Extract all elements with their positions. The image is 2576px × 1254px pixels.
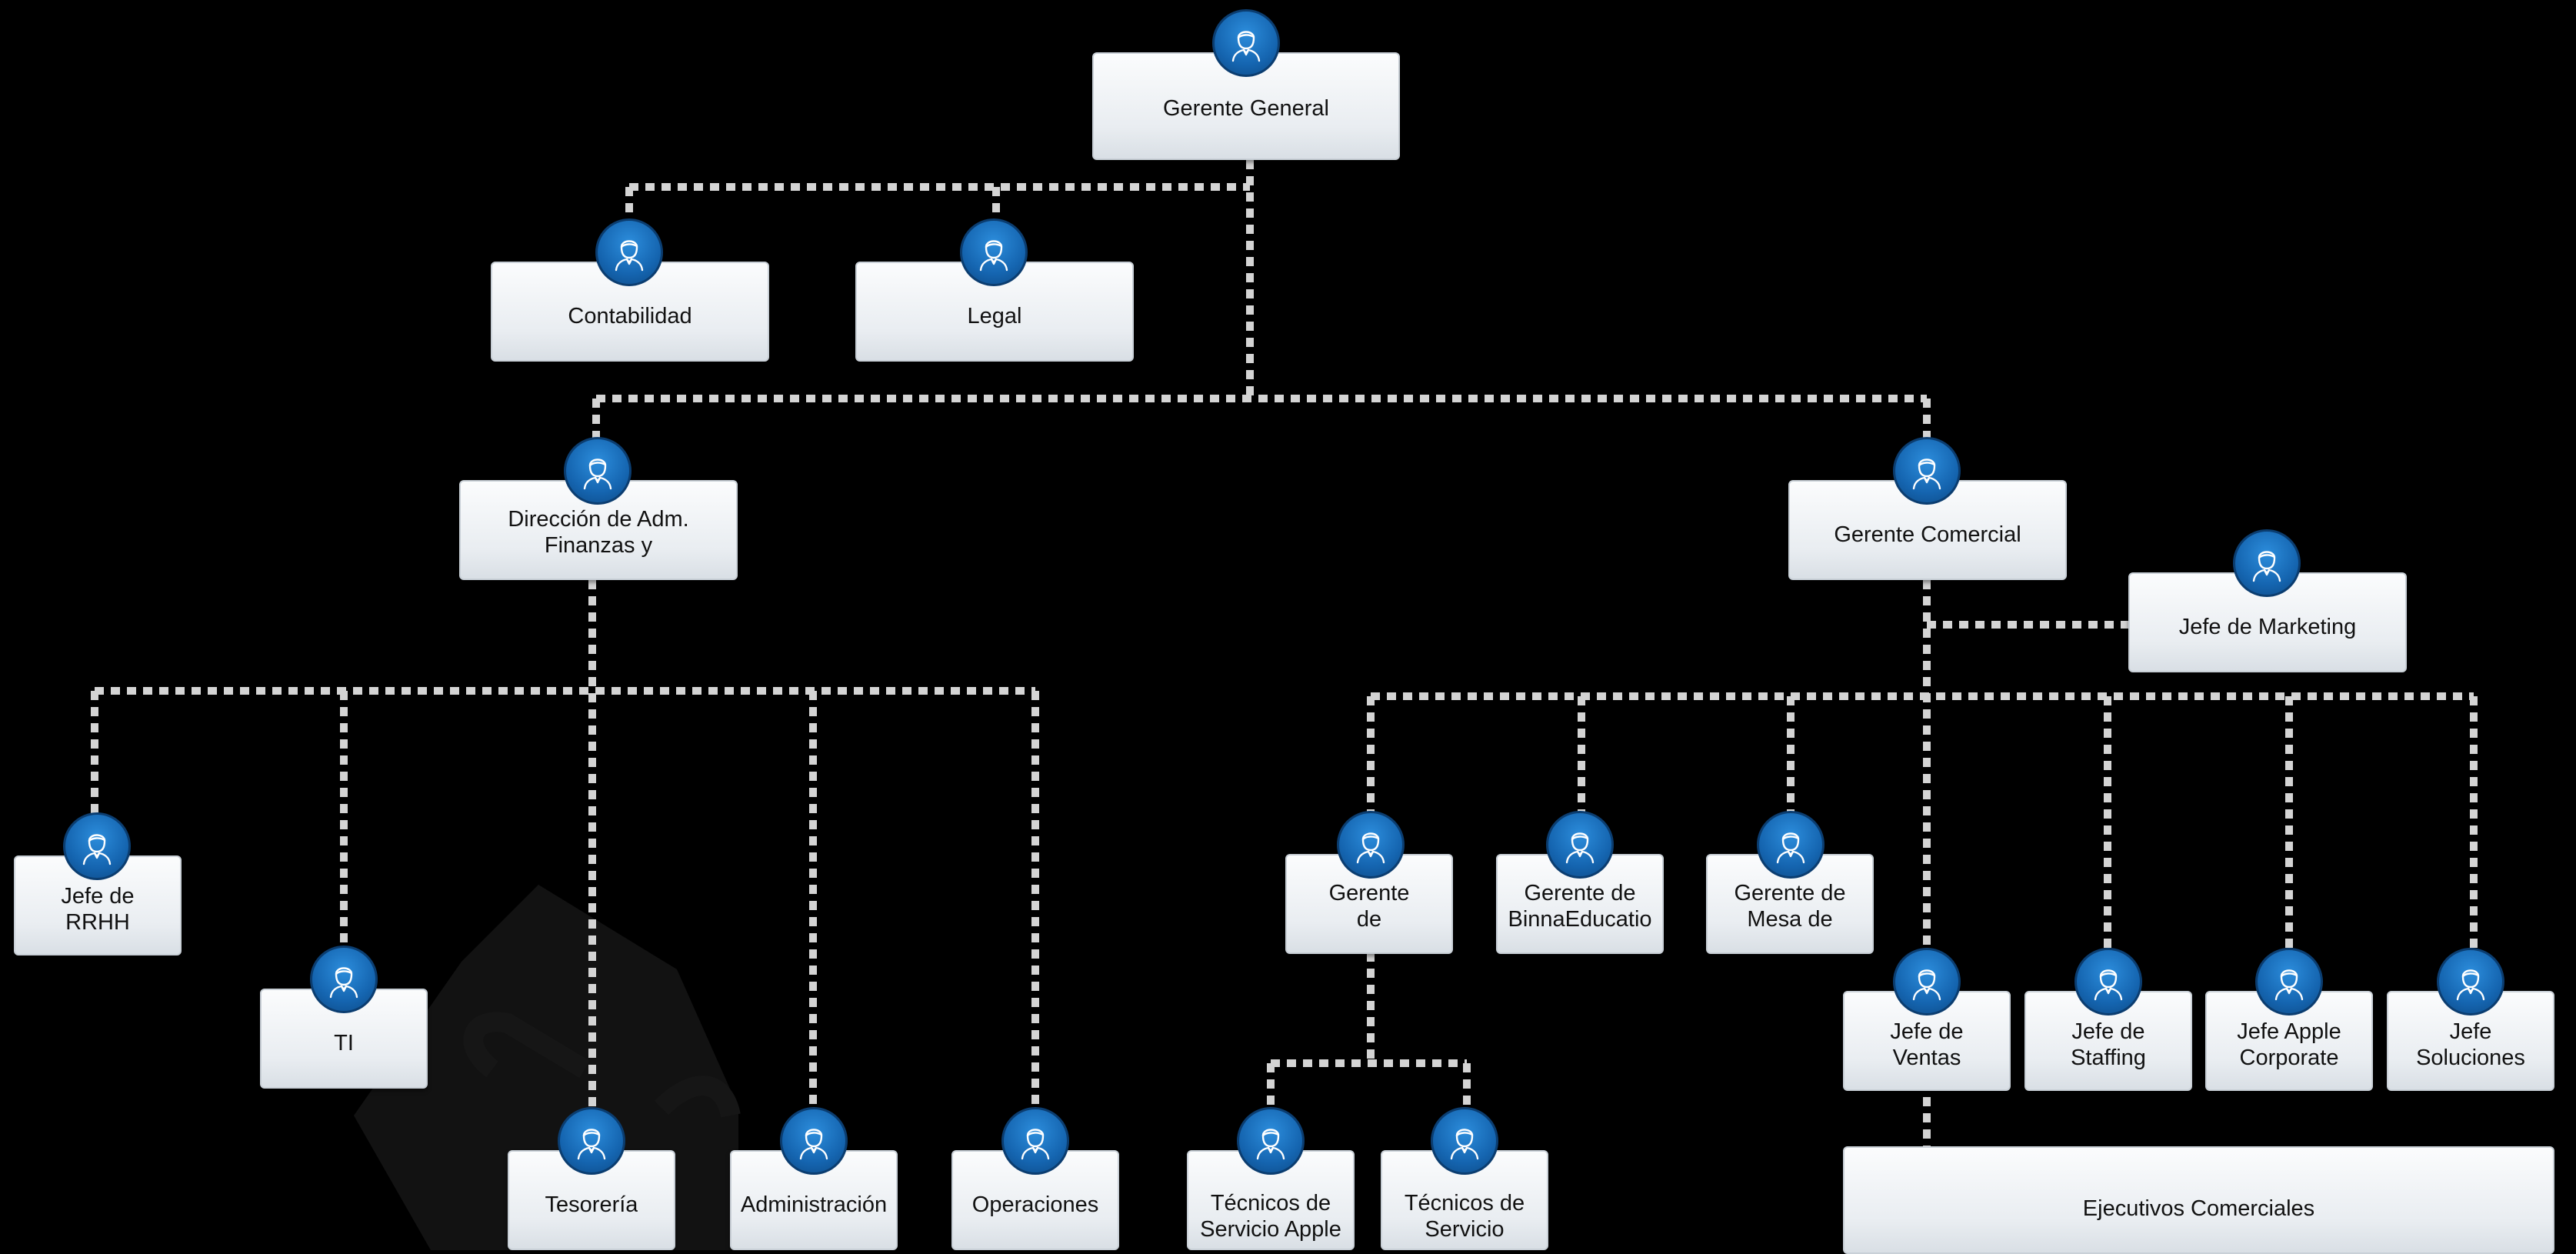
person-icon bbox=[1893, 948, 1961, 1016]
person-icon bbox=[2437, 948, 2504, 1016]
node-label: Administración bbox=[740, 1192, 888, 1217]
node-gc[interactable]: Gerente Comercial bbox=[1788, 480, 2067, 580]
node-label: Jefe de Marketing bbox=[2178, 615, 2357, 639]
person-icon bbox=[2233, 529, 2301, 597]
person-icon bbox=[1212, 9, 1280, 77]
node-label: Operaciones bbox=[971, 1192, 1099, 1217]
person-icon bbox=[63, 812, 131, 880]
person-icon bbox=[2255, 948, 2323, 1016]
node-label: TI bbox=[334, 1031, 354, 1056]
person-icon bbox=[1237, 1107, 1305, 1175]
node-ti[interactable]: TI bbox=[260, 989, 428, 1089]
person-icon bbox=[2074, 948, 2142, 1016]
person-icon bbox=[595, 218, 663, 286]
person-icon bbox=[1757, 811, 1825, 879]
person-icon bbox=[780, 1107, 848, 1175]
node-label: Tesorería bbox=[545, 1192, 638, 1217]
person-icon bbox=[1893, 437, 1961, 505]
node-label: Contabilidad bbox=[568, 304, 692, 329]
node-ejec[interactable]: Ejecutivos Comerciales bbox=[1843, 1146, 2554, 1254]
person-icon bbox=[310, 946, 378, 1013]
person-icon bbox=[564, 437, 632, 505]
person-icon bbox=[960, 218, 1028, 286]
person-icon bbox=[558, 1107, 625, 1175]
node-label: Dirección de Adm.Finanzas y bbox=[508, 507, 689, 558]
node-label: Gerente General bbox=[1162, 96, 1329, 121]
node-label: Gerente Comercial bbox=[1834, 522, 2021, 547]
person-icon bbox=[1001, 1107, 1069, 1175]
person-icon bbox=[1546, 811, 1614, 879]
node-label: Ejecutivos Comerciales bbox=[2082, 1196, 2315, 1221]
person-icon bbox=[1337, 811, 1405, 879]
node-label: Legal bbox=[967, 304, 1022, 329]
person-icon bbox=[1431, 1107, 1498, 1175]
